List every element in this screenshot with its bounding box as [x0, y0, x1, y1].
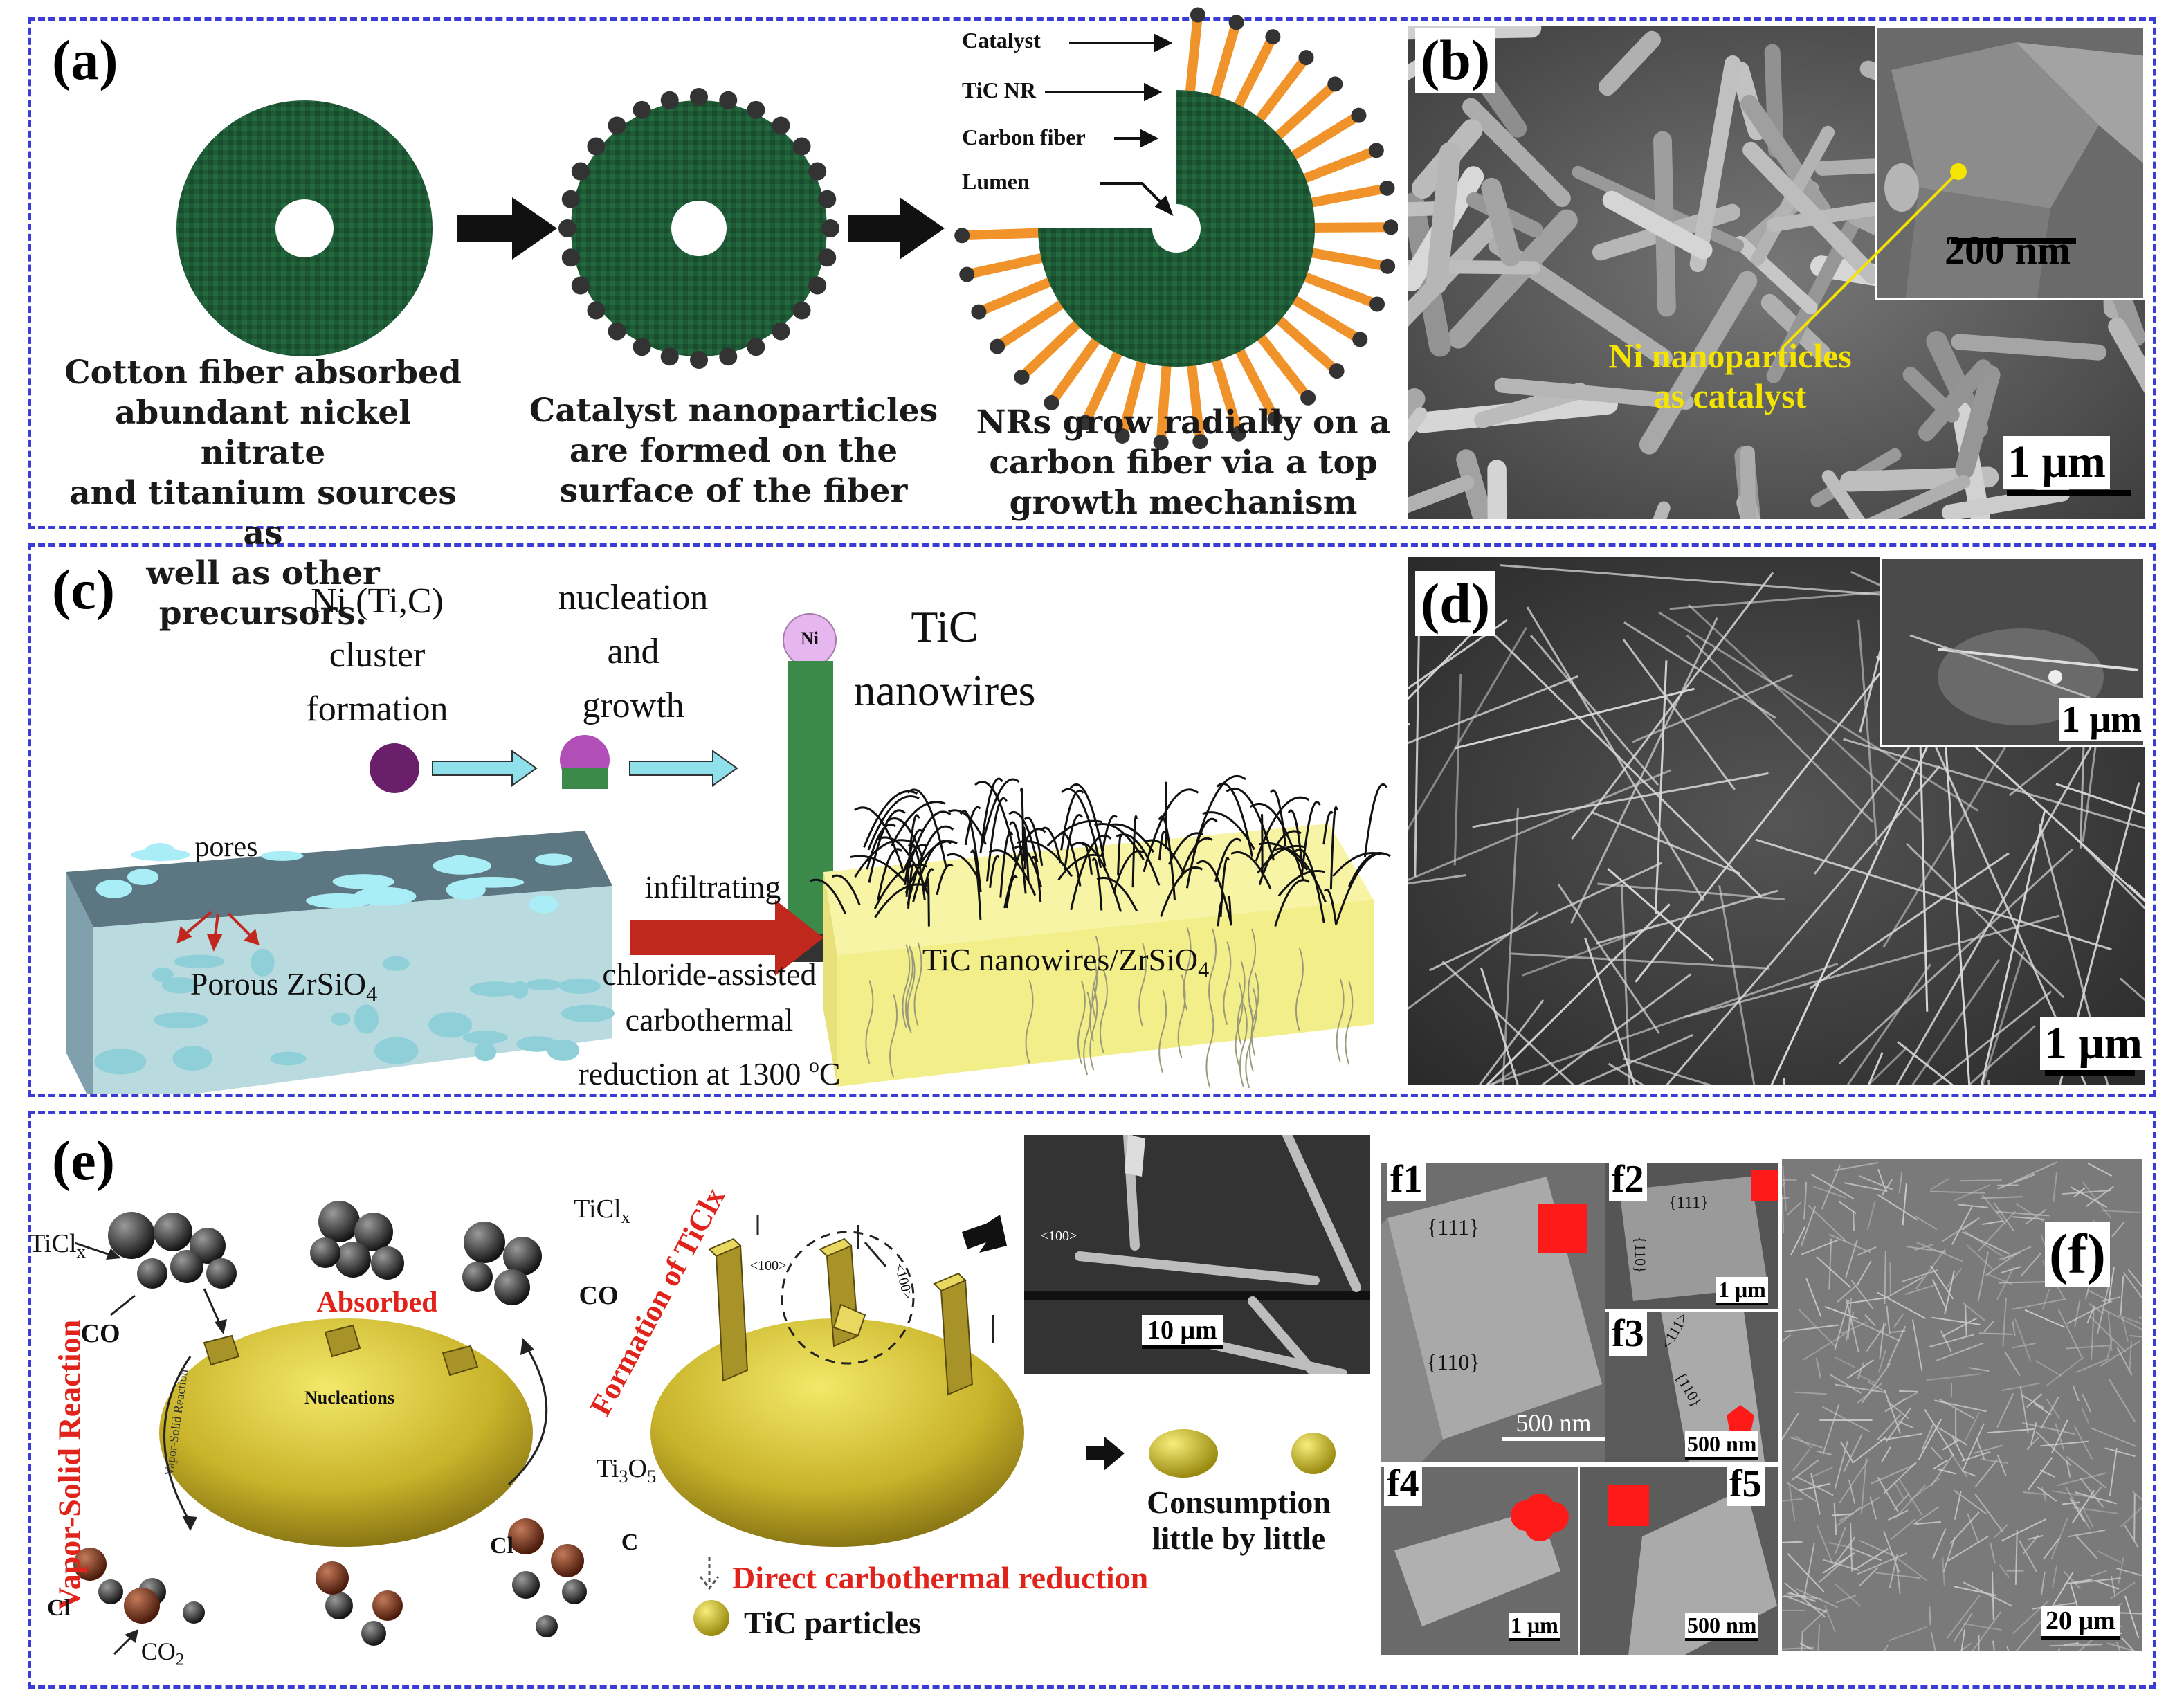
callout-carbon-fiber: Carbon fiber — [962, 125, 1086, 149]
panel-frame-cd — [28, 543, 2156, 1097]
scale-bar-e: 10 μm — [1142, 1315, 1223, 1349]
callout-lumen: Lumen — [962, 169, 1030, 194]
scale-f5: 500 nm — [1685, 1613, 1759, 1641]
scale-bar-line-d — [2045, 1070, 2135, 1076]
label-ni-tip: Ni — [801, 628, 819, 648]
sem-inset-b — [1875, 26, 2145, 300]
infiltration-arrow — [630, 900, 823, 976]
arrow-to-consumption — [1086, 1436, 1125, 1471]
label-porous-zrsio4: Porous ZrSiO4 — [190, 966, 378, 1006]
label-pores: pores — [194, 831, 258, 863]
label-c-bottom: C — [621, 1530, 639, 1555]
label-cl-bottom: Cl — [490, 1533, 513, 1559]
scale-f3: 500 nm — [1685, 1431, 1759, 1460]
panel-label-b: (b) — [1415, 28, 1496, 93]
scale-bar-f: 20 μm — [2041, 1606, 2120, 1640]
process-arrow-2 — [848, 197, 945, 260]
scale-f1: 500 nm — [1502, 1408, 1605, 1441]
process-arrow-1 — [457, 197, 557, 260]
fiber-with-nanorods — [954, 7, 1398, 451]
panel-label-e: (e) — [52, 1129, 116, 1192]
label-vapor-solid-reaction: Vapor-Solid Reaction — [51, 1319, 87, 1610]
growth-ellipse — [650, 1318, 1024, 1547]
label-direct-carbothermal: Direct carbothermal reduction — [732, 1560, 1149, 1595]
consumed-particle-small — [1291, 1433, 1336, 1474]
cyan-arrow-1 — [432, 750, 538, 787]
tag-f5: f5 — [1727, 1462, 1765, 1506]
scale-bar-line-b — [2007, 490, 2131, 496]
vapor-solid-schematic — [73, 1201, 1336, 1655]
callout-catalyst: Catalyst — [962, 28, 1041, 53]
sem-image-e — [1024, 1135, 1370, 1374]
panel-label-c: (c) — [52, 558, 116, 621]
face-110-f2: {110} — [1632, 1236, 1649, 1273]
scale-bar-b: 1 μm — [2003, 436, 2110, 489]
tic-particle-legend — [693, 1600, 729, 1636]
arrow-to-sem-e — [962, 1215, 1007, 1253]
scale-f2: 1 μm — [1716, 1277, 1768, 1305]
sem-image-d — [1408, 557, 2145, 1085]
inset-scale-d: 1 μm — [2059, 698, 2145, 741]
scale-bar-d: 1 μm — [2040, 1017, 2147, 1070]
face-111-f1: {111} — [1426, 1215, 1480, 1240]
label-ticlx-left: TiClx — [29, 1229, 86, 1262]
porous-zrsio4-slab — [66, 872, 93, 1094]
label-tic-particles: TiC particles — [744, 1605, 921, 1640]
label-co-left: CO — [80, 1319, 120, 1348]
face-110-f1: {110} — [1426, 1350, 1480, 1374]
inset-scale-b: 200 nm — [1945, 228, 2071, 273]
label-dir-100-c: <100> — [1040, 1228, 1077, 1244]
label-ticlx-top: TiClx — [574, 1195, 630, 1227]
fiber-with-catalyst — [558, 88, 839, 369]
fiber-growth-schematic — [176, 7, 1398, 451]
consumed-particle-large — [1149, 1429, 1218, 1478]
callout-tic-nr: TiC NR — [962, 78, 1036, 102]
panel-frame-ef — [28, 1111, 2156, 1689]
nanowire-growth-schematic — [66, 613, 1391, 1094]
label-carbothermal-reduction: chloride-assisted carbothermal reduction… — [578, 956, 841, 1091]
nucleation-stub — [562, 768, 608, 789]
label-dir-100-a: <100> — [749, 1258, 787, 1273]
precursor-ellipse — [159, 1318, 533, 1547]
tag-f4: f4 — [1384, 1462, 1422, 1506]
face-111-f2: {111} — [1668, 1194, 1709, 1212]
panel-label-f: (f) — [2045, 1222, 2110, 1287]
label-co2: CO2 — [140, 1637, 185, 1669]
coated-zrsio4-slab — [823, 872, 837, 1087]
label-co-right: CO — [579, 1281, 619, 1310]
cyan-arrow-2 — [629, 750, 738, 787]
tag-f2: f2 — [1609, 1157, 1647, 1201]
scale-f4: 1 μm — [1509, 1613, 1560, 1641]
annotation-pointer-b — [1781, 163, 1967, 350]
panel-label-d: (d) — [1415, 571, 1496, 636]
ni-cluster-sphere — [370, 743, 419, 793]
panel-frame-ab — [28, 17, 2156, 529]
panel-label-a: (a) — [52, 28, 118, 91]
label-infiltrating: infiltrating — [644, 869, 781, 905]
label-absorbed: Absorbed — [316, 1287, 438, 1318]
tag-f1: f1 — [1387, 1157, 1426, 1201]
label-tic-nanowires-zrsio4: TiC nanowires/ZrSiO4 — [922, 942, 1210, 982]
tag-f3: f3 — [1609, 1312, 1647, 1356]
label-ti3o5: Ti3O5 — [596, 1454, 657, 1487]
label-cl-left: Cl — [47, 1595, 71, 1621]
label-nucleations: Nucleations — [304, 1388, 394, 1408]
sem-f1 — [1381, 1163, 1605, 1462]
